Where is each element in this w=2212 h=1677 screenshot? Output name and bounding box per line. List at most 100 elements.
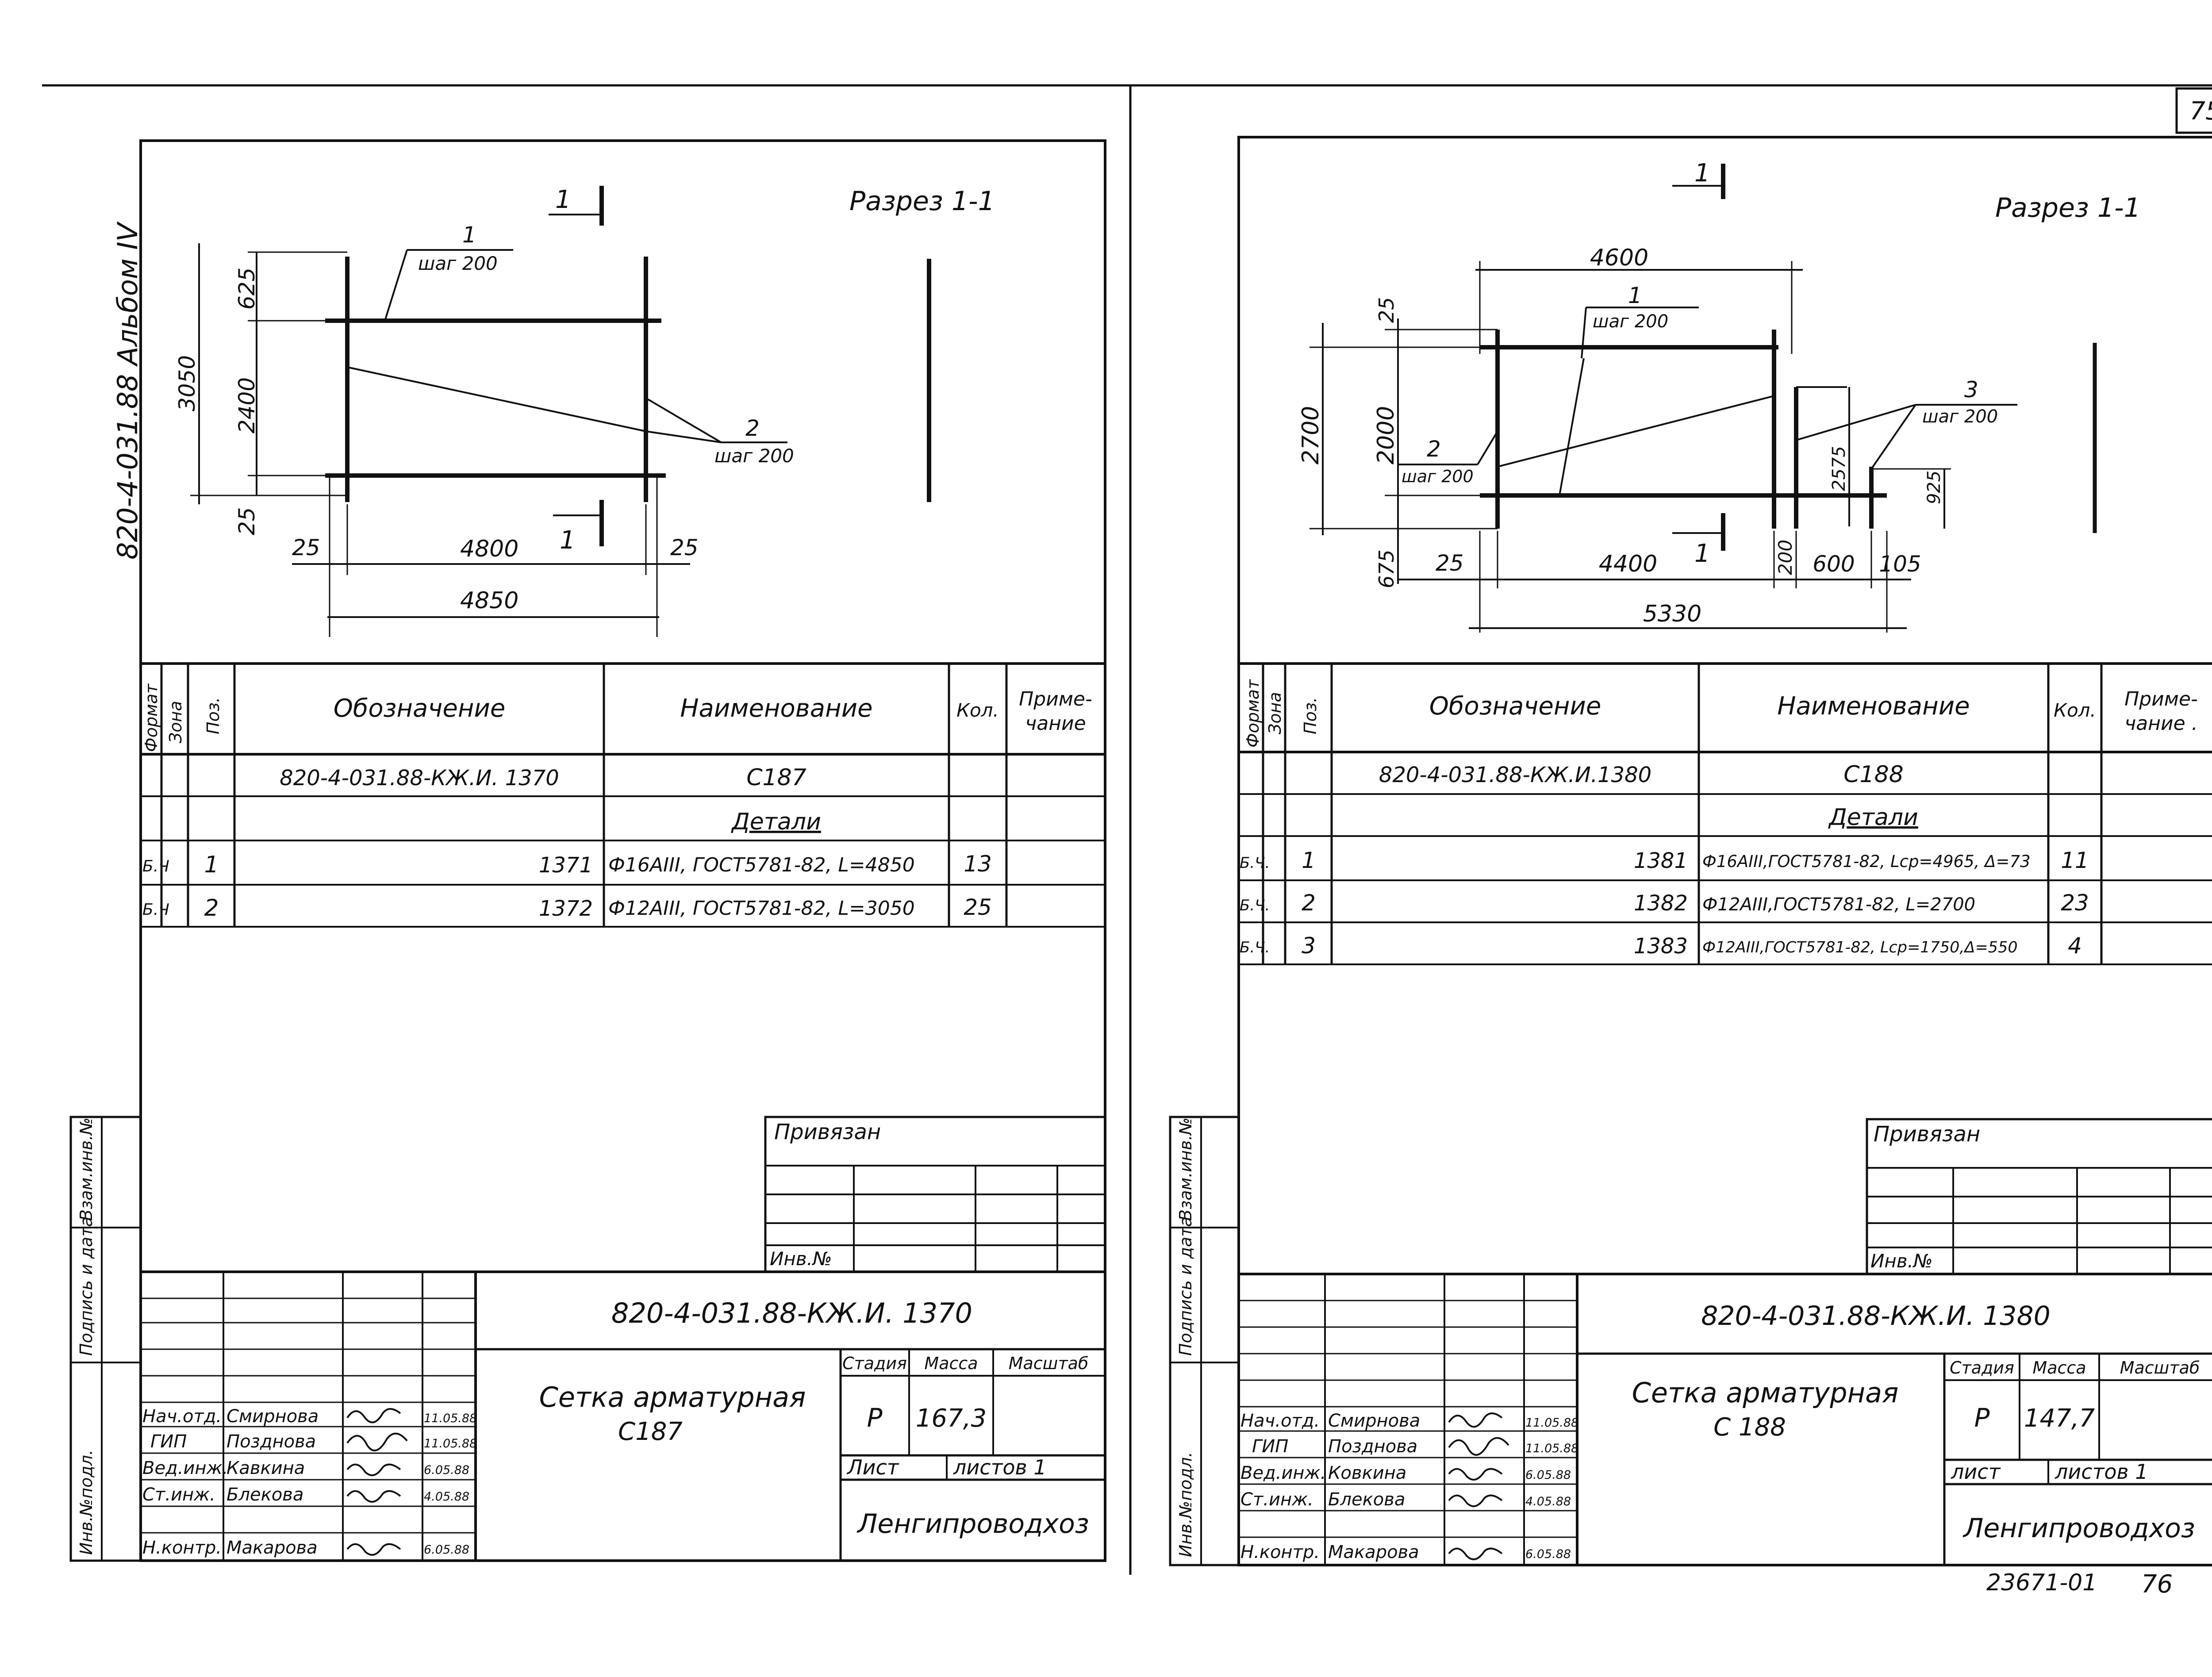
side-label-vzam: Взам.инв.№ — [1176, 1117, 1195, 1221]
table-row-pos: 1 — [204, 852, 219, 878]
table-row-qty: 11 — [2061, 848, 2089, 873]
signature-mark — [1448, 1437, 1509, 1456]
signature-mark — [346, 1432, 408, 1451]
sheets-label: листов 1 — [2055, 1460, 2148, 1484]
table-row-name: С187 — [746, 764, 806, 791]
th-qty: Кол. — [956, 699, 999, 721]
dim-625: 625 — [234, 268, 260, 310]
table-row-qty: 25 — [964, 894, 992, 920]
table-row-name: Ф16АIII,ГОСТ5781-82, Lср=4965, Δ=73 — [1702, 852, 2031, 871]
table-row-qty: 13 — [964, 851, 992, 877]
leader-2-pos: 2 — [1427, 436, 1441, 462]
signer-date: 6.05.88 — [1525, 1468, 1571, 1482]
dim-675: 675 — [1375, 549, 1398, 588]
dim-25-b: 25 — [670, 535, 699, 560]
signer-date: 4.05.88 — [1525, 1495, 1571, 1508]
signer-role: ГИП — [1252, 1436, 1288, 1457]
title-line-2: С187 — [618, 1417, 683, 1446]
section-marker-top: 1 — [555, 185, 571, 214]
signature-mark — [346, 1408, 401, 1424]
th-zone: Зона — [1265, 692, 1285, 734]
scale-label: Масштаб — [2120, 1358, 2200, 1378]
th-qty: Кол. — [2054, 699, 2096, 721]
dim-4850: 4850 — [460, 587, 518, 614]
signer-name: Смирнова — [1328, 1411, 1420, 1431]
dim-2400: 2400 — [234, 377, 260, 434]
dim-2700: 2700 — [1298, 406, 1324, 464]
signer-name: Смирнова — [227, 1406, 319, 1427]
table-row-designation: 1382 — [1634, 891, 1688, 916]
inv-no-label: Инв.№ — [1870, 1250, 1933, 1272]
leader-2-step: шаг 200 — [1402, 467, 1474, 486]
table-row-format: Б.Ч. — [1240, 897, 1270, 914]
title-line-1: Сетка арматурная — [1632, 1377, 1899, 1409]
leader-3-step: шаг 200 — [1922, 407, 1998, 427]
table-row-pos: 1 — [1302, 848, 1316, 873]
table-row-designation: 1381 — [1634, 848, 1688, 873]
leader-2-step: шаг 200 — [714, 445, 794, 467]
leader-1-pos: 1 — [462, 222, 476, 248]
table-row-designation: 1372 — [539, 896, 593, 921]
privyazan-label: Привязан — [774, 1120, 881, 1144]
table-row-name: Детали — [731, 809, 821, 835]
mass-value: 167,3 — [916, 1404, 987, 1433]
section-title: Разрез 1-1 — [1995, 192, 2141, 223]
stage-label: Стадия — [842, 1354, 907, 1373]
dim-5330: 5330 — [1643, 601, 1701, 627]
org-name: Ленгипроводхоз — [856, 1508, 1089, 1539]
signature-mark — [1448, 1468, 1503, 1481]
left-spec-table: Формат Зона Поз. Обозначение Наименовани… — [141, 662, 1105, 928]
th-format: Формат — [142, 683, 161, 752]
table-row-qty: 23 — [2061, 890, 2089, 916]
signature-mark — [346, 1543, 401, 1556]
inv-no-label: Инв.№ — [770, 1248, 832, 1270]
side-label-inv: Инв.№подл. — [77, 1450, 96, 1555]
signer-role: Вед.инж. — [142, 1458, 228, 1478]
mass-label: Масса — [924, 1354, 978, 1373]
th-note-1: Приме- — [2124, 688, 2198, 710]
signer-name: Макарова — [1328, 1542, 1419, 1562]
table-row-name: Ф12АIII,ГОСТ5781-82, Lср=1750,Δ=550 — [1702, 939, 2018, 956]
table-row-pos: 3 — [1302, 933, 1316, 959]
album-label: 820-4-031.88 Альбом IV — [111, 221, 144, 560]
dim-3050: 3050 — [174, 355, 200, 411]
table-row-name: Ф12АIII, ГОСТ5781-82, L=3050 — [608, 897, 915, 920]
scale-label: Масштаб — [1009, 1354, 1089, 1373]
signer-role: Ст.инж. — [1240, 1489, 1313, 1510]
section-marker-bottom: 1 — [1694, 539, 1710, 568]
th-zone: Зона — [166, 701, 185, 743]
signature-mark — [1448, 1494, 1503, 1507]
th-note-2: чание . — [2124, 712, 2197, 735]
footer-stamp: 23671-01 — [1986, 1570, 2097, 1596]
signer-date: 6.05.88 — [424, 1463, 469, 1477]
dim-105: 105 — [1879, 551, 1921, 577]
table-row-designation: 820-4-031.88-КЖ.И.1380 — [1379, 763, 1651, 787]
mass-value: 147,7 — [2024, 1404, 2095, 1433]
signer-date: 11.05.88 — [1525, 1442, 1578, 1455]
signature-mark — [1448, 1547, 1503, 1560]
table-row-qty: 4 — [2068, 933, 2082, 959]
th-pos: Поз. — [204, 697, 223, 734]
signer-date: 11.05.88 — [424, 1437, 477, 1451]
signer-date: 11.05.88 — [424, 1412, 477, 1425]
th-name: Наименование — [1777, 692, 1970, 721]
leader-1-step: шаг 200 — [418, 253, 498, 274]
title-line-1: Сетка арматурная — [539, 1381, 806, 1413]
dim-25-a: 25 — [292, 535, 320, 560]
dim-25: 25 — [1436, 550, 1464, 576]
signer-role: Н.контр. — [1240, 1542, 1320, 1562]
right-mesh-drawing: 4600 25 2700 2000 675 25 4400 200 600 — [1298, 159, 2141, 633]
table-row-name: Ф12АIII,ГОСТ5781-82, L=2700 — [1702, 894, 1975, 915]
mass-label: Масса — [2032, 1358, 2086, 1378]
signer-name: Блекова — [1328, 1489, 1405, 1510]
left-title-block: Привязан Инв.№ 820-4-031.88-КЖ.И. 1370 С… — [141, 1116, 1106, 1561]
signer-date: 6.05.88 — [1525, 1547, 1571, 1561]
sheets-label: листов 1 — [953, 1455, 1047, 1479]
signer-role: Нач.отд. — [142, 1406, 222, 1427]
table-row-name: Ф16АIII, ГОСТ5781-82, L=4850 — [608, 854, 915, 876]
th-name: Наименование — [680, 694, 872, 723]
signer-date: 6.05.88 — [424, 1543, 469, 1557]
leader-3-pos: 3 — [1964, 377, 1978, 403]
th-note-1: Приме- — [1019, 688, 1092, 710]
dim-25-vert: 25 — [234, 507, 260, 535]
